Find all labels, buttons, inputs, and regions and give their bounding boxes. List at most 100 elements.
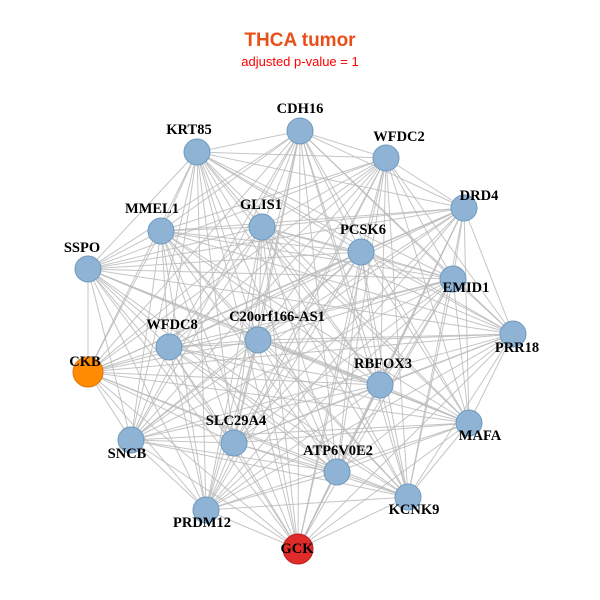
network-edge [233,157,387,444]
network-edge [233,278,454,444]
network-edge [297,333,514,550]
node-label-SNCB: SNCB [108,446,147,462]
network-edge [385,157,454,280]
network-edge [168,151,198,348]
network-edge [168,278,454,348]
network-edge [336,278,454,473]
network-edge [261,226,514,335]
network-edge [87,333,514,373]
network-edge [160,230,338,473]
network-edge [385,157,514,335]
node-label-MAFA: MAFA [459,428,502,444]
node-label-ATP6V0E2: ATP6V0E2 [303,443,373,459]
network-edge [452,278,514,335]
network-edge [196,151,338,473]
network-edge [257,226,263,341]
network-edge [379,384,470,424]
network-edge [130,346,170,441]
network-edge [196,151,235,444]
network-edge [463,207,470,424]
network-edge [160,157,387,232]
network-edge [196,151,263,228]
network-edge [130,439,299,550]
network-node-RBFOX3 [366,371,394,399]
network-edge [168,333,514,348]
network-edge [87,151,198,270]
network-edge [130,130,301,441]
node-label-SLC29A4: SLC29A4 [206,413,266,429]
network-edge [360,251,454,280]
network-edge [261,226,381,386]
network-edge [130,384,381,441]
network-node-EMID1 [439,265,467,293]
node-label-RBFOX3: RBFOX3 [354,356,412,372]
network-edge [87,371,470,424]
network-edge [87,207,465,373]
network-edge [87,251,362,270]
network-node-PCSK6 [347,238,375,266]
network-edge [130,230,162,441]
node-label-DRD4: DRD4 [460,188,499,204]
network-edge [336,157,387,473]
network-edge [160,230,470,424]
network-edge [261,157,387,228]
plot-subtitle: adjusted p-value = 1 [241,54,359,69]
network-edge [196,151,470,424]
network-edge [160,230,235,444]
network-node-MMEL1 [147,217,175,245]
network-edge [205,278,454,511]
network-edge [87,226,263,270]
network-edge [257,207,465,341]
node-label-WFDC8: WFDC8 [146,317,198,333]
network-edge [130,278,454,441]
network-edge [299,130,381,386]
network-edge [87,226,263,373]
network-edge [130,333,514,441]
network-edge [257,339,338,473]
network-edge [87,268,454,280]
node-label-WFDC2: WFDC2 [373,129,425,145]
network-node-PRDM12 [192,496,220,524]
network-edge [87,157,387,373]
network-edge [130,422,470,441]
network-edge [160,230,409,498]
network-edge [87,278,454,373]
node-label-SSPO: SSPO [64,240,100,256]
network-edge [261,130,301,228]
network-edge [299,130,362,253]
node-label-KCNK9: KCNK9 [389,502,440,518]
network-edge [297,130,301,550]
network-edge [233,442,299,550]
node-label-KRT85: KRT85 [166,122,211,138]
network-edge [407,422,470,498]
network-edge [87,268,207,511]
network-edge [261,207,465,228]
network-edge [360,251,381,386]
network-edge [385,157,465,209]
node-label-C20orf166-AS1: C20orf166-AS1 [229,309,325,325]
network-edge [452,278,470,424]
network-edge [205,339,259,511]
network-edge [196,151,362,253]
network-edge [299,130,387,159]
network-edge [196,151,454,280]
network-edge [160,207,465,232]
network-edge [160,230,259,341]
network-edge [168,226,263,348]
network-node-WFDC8 [155,333,183,361]
network-edge [379,384,409,498]
network-edge [87,268,132,441]
node-label-MMEL1: MMEL1 [125,201,179,217]
network-edge [130,439,235,444]
network-node-MAFA [455,409,483,437]
network-edge [261,226,299,550]
network-edge [130,339,259,441]
network-edge [87,268,170,348]
network-edge [87,157,387,270]
network-node-KCNK9 [394,483,422,511]
network-edge [257,157,387,341]
network-edge [407,278,454,498]
network-edge [261,226,470,424]
network-edge [87,371,207,511]
